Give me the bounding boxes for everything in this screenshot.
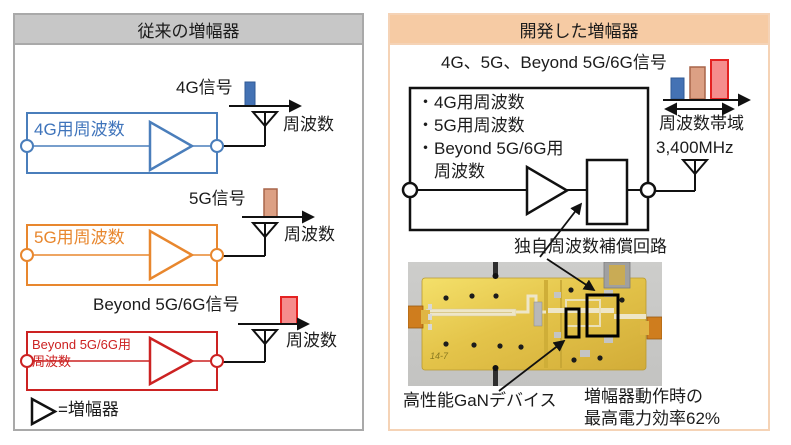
box-label-4g: 4G用周波数 [34,120,125,139]
input-list-item-beyond-cont: 周波数 [417,162,485,181]
signal-label-5g: 5G信号 [189,189,246,208]
bias-pins [492,262,499,386]
compensation-circuit-label: 独自周波数補償回路 [514,237,667,256]
efficiency-text-line1: 増幅器動作時の [584,387,703,406]
pcb-board-graphic: 14-7 [407,261,663,386]
multi-signal-title: 4G、5G、Beyond 5G/6G信号 [441,53,667,72]
axis-label-4g: 周波数 [283,115,334,134]
input-list-item-5g: ・5G用周波数 [417,116,525,135]
pcb-handwritten-marking: 14-7 [430,351,449,361]
left-panel-title: 従来の増幅器 [137,21,240,41]
bandwidth-value: 3,400MHz [656,138,734,157]
input-frequency-list: ・4G用周波数 ・5G用周波数 ・Beyond 5G/6G用 周波数 [417,91,563,183]
axis-label-beyond: 周波数 [286,331,337,350]
signal-label-4g: 4G信号 [176,78,233,97]
input-list-item-beyond: ・Beyond 5G/6G用 [417,139,564,158]
efficiency-text-line2: 最高電力効率62% [584,409,721,428]
left-panel-header: 従来の増幅器 [15,15,362,45]
input-list-item-4g: ・4G用周波数 [417,93,525,112]
right-panel-title: 開発した増幅器 [519,21,639,41]
right-panel-header: 開発した増幅器 [390,15,768,45]
signal-label-beyond: Beyond 5G/6G信号 [93,295,240,314]
box-label-beyond-line1: Beyond 5G/6G用 [32,337,131,352]
bandwidth-label: 周波数帯域 [659,114,744,133]
sma-connector-left [407,304,432,330]
box-label-beyond-line2: 周波数 [32,354,72,369]
pcb-photo: 14-7 [407,261,663,386]
legend-label: =増幅器 [58,400,119,419]
gan-device-label: 高性能GaNデバイス [403,391,557,410]
top-connector [603,261,631,289]
box-label-5g: 5G用周波数 [34,228,125,247]
axis-label-5g: 周波数 [284,225,335,244]
